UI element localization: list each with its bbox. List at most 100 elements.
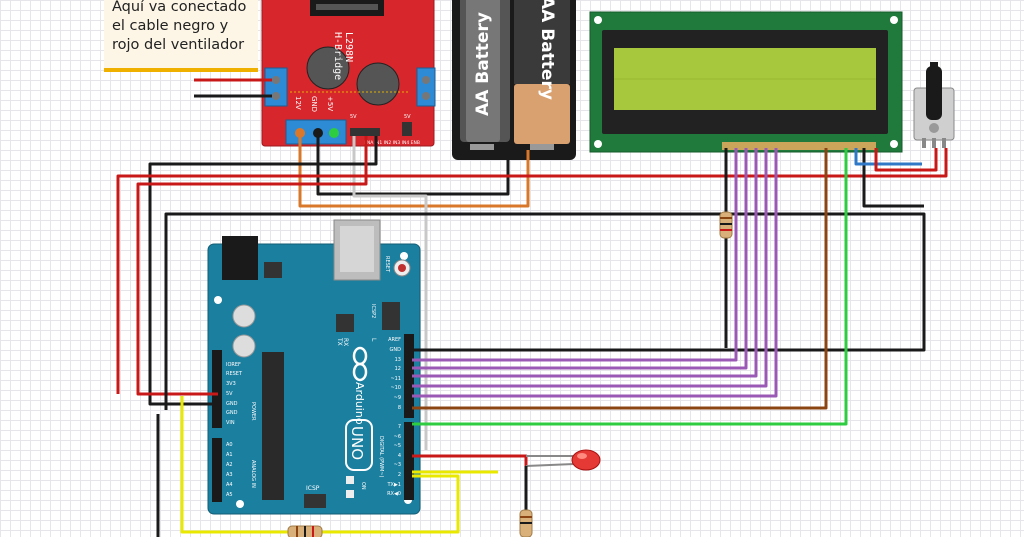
note-line: Aquí va conectado bbox=[112, 0, 247, 15]
icsp-header bbox=[304, 494, 326, 508]
pin-5v-small-label-2: 5V bbox=[404, 114, 411, 120]
power-jack bbox=[222, 236, 258, 280]
pin-label: 7 bbox=[398, 424, 401, 430]
capacitor bbox=[232, 334, 256, 358]
pin-5v-small-label: 5V bbox=[350, 114, 357, 120]
pin-gnd-label: GND bbox=[310, 96, 318, 112]
pin-label: A0 bbox=[226, 442, 233, 448]
lcd-data-wire bbox=[412, 148, 738, 362]
pin-label: RESET bbox=[226, 371, 243, 377]
lcd-data-wire bbox=[412, 148, 768, 388]
reset-button bbox=[398, 264, 406, 272]
atmega-chip bbox=[262, 352, 284, 500]
capacitor bbox=[306, 46, 350, 90]
lcd-16x2-display bbox=[589, 11, 903, 153]
pin-label: 2 bbox=[398, 472, 401, 478]
pin-label: ~3 bbox=[394, 462, 401, 468]
digital-header-high bbox=[404, 334, 414, 418]
pin-label: ~9 bbox=[394, 395, 401, 401]
battery-positive-wire bbox=[298, 133, 530, 208]
driver-chip-label: L298N bbox=[343, 32, 354, 62]
analog-pin-labels: A0 A1 A2 A3 A4 A5 bbox=[226, 442, 233, 498]
led-cathode bbox=[525, 463, 575, 467]
yellow-transistor-wire bbox=[180, 396, 460, 534]
note-line: el cable negro y bbox=[112, 18, 229, 34]
lcd-gnd-rail bbox=[164, 212, 926, 410]
potentiometer bbox=[913, 62, 955, 148]
pin-label: A2 bbox=[226, 462, 233, 468]
digital-pin-labels: AREF GND 13 12 ~11 ~10 ~9 8 7 ~6 ~5 4 ~3… bbox=[386, 337, 401, 497]
pin-label: A5 bbox=[226, 492, 233, 498]
digital-header-low bbox=[404, 422, 414, 500]
rx-label: RX bbox=[342, 338, 349, 346]
battery-label-1: AA Battery bbox=[473, 12, 493, 116]
pin-label: GND bbox=[390, 347, 402, 353]
pin-label: ~6 bbox=[394, 434, 401, 440]
pin-label: VIN bbox=[226, 420, 235, 426]
lcd-enable-wire bbox=[412, 148, 828, 410]
pin-label: 4 bbox=[398, 453, 401, 459]
battery-label-2: AA Battery bbox=[537, 0, 557, 100]
lcd-data-wire bbox=[412, 148, 758, 378]
pin-label: A3 bbox=[226, 472, 233, 478]
lcd-rw-wire bbox=[862, 148, 924, 208]
pin-label: A4 bbox=[226, 482, 233, 488]
pin-label: GND bbox=[226, 410, 238, 416]
annotation-note: Aquí va conectado el cable negro y rojo … bbox=[104, 0, 258, 72]
lcd-data-wire bbox=[412, 148, 748, 370]
arduino-logo-text: Arduino bbox=[353, 382, 366, 425]
icsp2-header bbox=[382, 302, 400, 330]
resistor bbox=[719, 211, 733, 239]
lcd-rs-wire bbox=[412, 148, 848, 426]
on-led-label: ON bbox=[360, 482, 366, 490]
resistor bbox=[519, 509, 533, 537]
pin-label: 12 bbox=[395, 366, 401, 372]
power-pin-labels: IOREF RESET 3V3 5V GND GND VIN bbox=[226, 362, 243, 426]
pin-label: A1 bbox=[226, 452, 233, 458]
pin-5v-label: +5V bbox=[326, 96, 334, 111]
pin-label: 5V bbox=[226, 391, 233, 397]
pin-label: 8 bbox=[398, 405, 401, 411]
power-section-label: POWER bbox=[250, 402, 256, 421]
driver-enable-wire bbox=[352, 136, 428, 450]
resistor bbox=[287, 525, 323, 537]
pin-label: GND bbox=[226, 401, 238, 407]
motor-terminal-b bbox=[416, 67, 436, 107]
note-line: rojo del ventilador bbox=[112, 37, 245, 53]
driver-control-pins-label: ENA IN1 IN2 IN3 IN4 ENB bbox=[364, 140, 420, 146]
pin-label: 13 bbox=[395, 357, 401, 363]
pin-label: ~10 bbox=[390, 385, 401, 391]
gnd-wire bbox=[148, 136, 378, 406]
led-wire bbox=[412, 454, 528, 508]
pin-label: IOREF bbox=[226, 362, 241, 368]
pot-wiper-wire bbox=[854, 148, 922, 166]
l-label: L bbox=[370, 338, 377, 342]
driver-name-label: H-Bridge bbox=[332, 32, 343, 80]
pin-12v-label: 12V bbox=[294, 96, 302, 110]
wires bbox=[116, 78, 948, 537]
digital-section-label: DIGITAL (PWM~) bbox=[378, 436, 384, 478]
capacitor bbox=[232, 304, 256, 328]
lcd-5v-rail bbox=[116, 148, 948, 394]
icsp-label: ICSP bbox=[306, 485, 320, 492]
l298n-driver-board: L298N H-Bridge 12V GND +5V 5V 5V ENA IN1… bbox=[261, 0, 436, 147]
capacitor bbox=[356, 62, 400, 106]
pin-label: TX▶1 bbox=[386, 482, 401, 488]
tx-label: TX bbox=[336, 337, 343, 346]
pin-label: 3V3 bbox=[226, 381, 236, 387]
pin-label: ~11 bbox=[390, 376, 401, 382]
motor-terminal-a bbox=[264, 67, 288, 107]
arduino-infinity-icon bbox=[352, 346, 368, 382]
power-header bbox=[212, 350, 222, 428]
battery-cell bbox=[514, 0, 570, 84]
icsp2-label: ICSP2 bbox=[370, 304, 376, 318]
reset-label: RESET bbox=[384, 256, 390, 273]
red-led bbox=[571, 449, 601, 471]
aa-battery-pack: AA Battery AA Battery bbox=[452, 0, 576, 160]
pin-label: ~5 bbox=[394, 443, 401, 449]
uno-model-label: UNO bbox=[348, 426, 366, 460]
arduino-uno-board: RESET ICSP2 TX RX L Arduino UNO ICSP ON … bbox=[207, 219, 421, 515]
lcd-data-wire bbox=[412, 148, 778, 398]
